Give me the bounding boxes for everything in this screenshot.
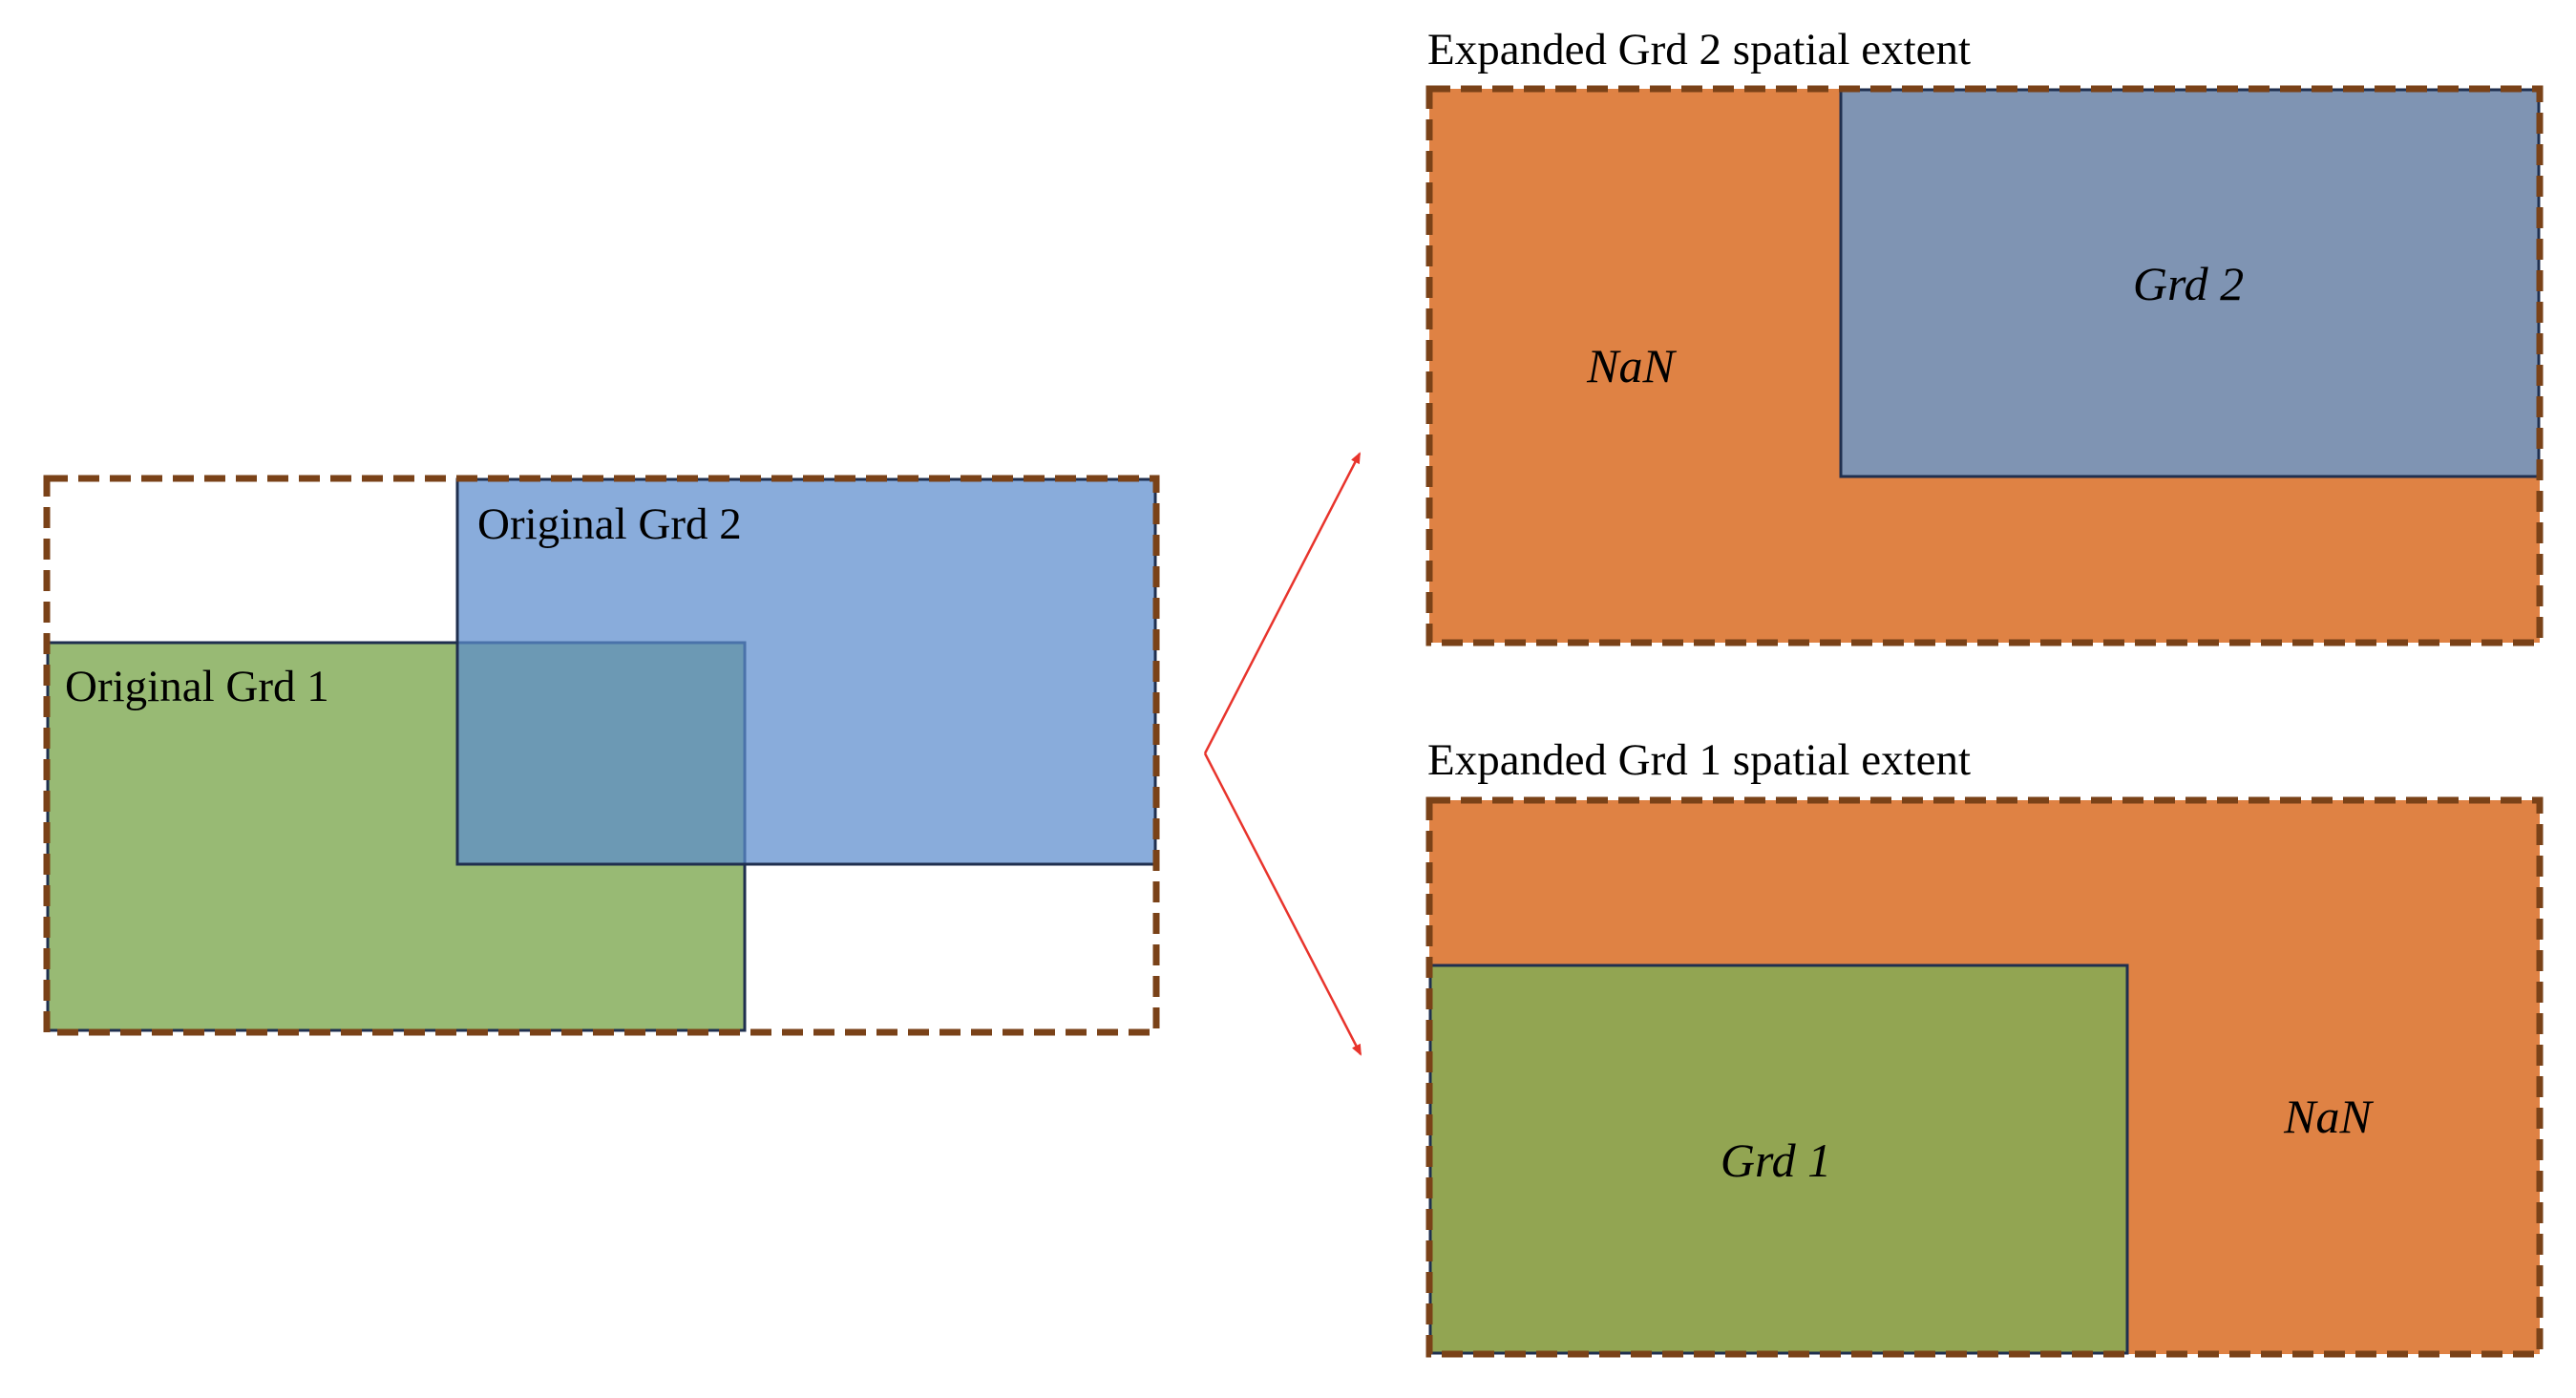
arrow-to-expanded-grd1 <box>1203 752 1362 1056</box>
expanded-grd2-title: Expanded Grd 2 spatial extent <box>1427 25 1971 74</box>
expanded-grd2-grid-label: Grd 2 <box>2133 257 2244 310</box>
expanded-grd1-panel: Expanded Grd 1 spatial extent Grd 1 NaN <box>1425 735 2544 1358</box>
expanded-grd1-grid-label: Grd 1 <box>1721 1133 1831 1187</box>
expanded-grd2-panel: Expanded Grd 2 spatial extent Grd 2 NaN <box>1425 25 2544 646</box>
expanded-grd1-nan-label: NaN <box>2283 1090 2374 1143</box>
original-grd2-label: Original Grd 2 <box>477 499 742 549</box>
expanded-grd2-grid-rect <box>1839 88 2541 478</box>
expanded-grd2-extent-outline <box>1425 85 2544 646</box>
arrow-to-expanded-grd2 <box>1203 452 1362 754</box>
original-grd2-rect <box>455 477 1157 866</box>
combined-extent-outline <box>43 475 1160 1036</box>
expanded-grd2-nan-label: NaN <box>1586 339 1677 392</box>
original-grd1-label: Original Grd 1 <box>65 662 329 711</box>
expanded-grd1-grid-rect <box>1428 964 2129 1355</box>
expanded-grd1-extent-outline <box>1425 796 2544 1358</box>
expanded-grd1-title: Expanded Grd 1 spatial extent <box>1427 735 1971 785</box>
left-panel: Original Grd 2 Original Grd 1 <box>43 475 1160 1036</box>
expansion-arrows <box>1203 452 1362 1056</box>
